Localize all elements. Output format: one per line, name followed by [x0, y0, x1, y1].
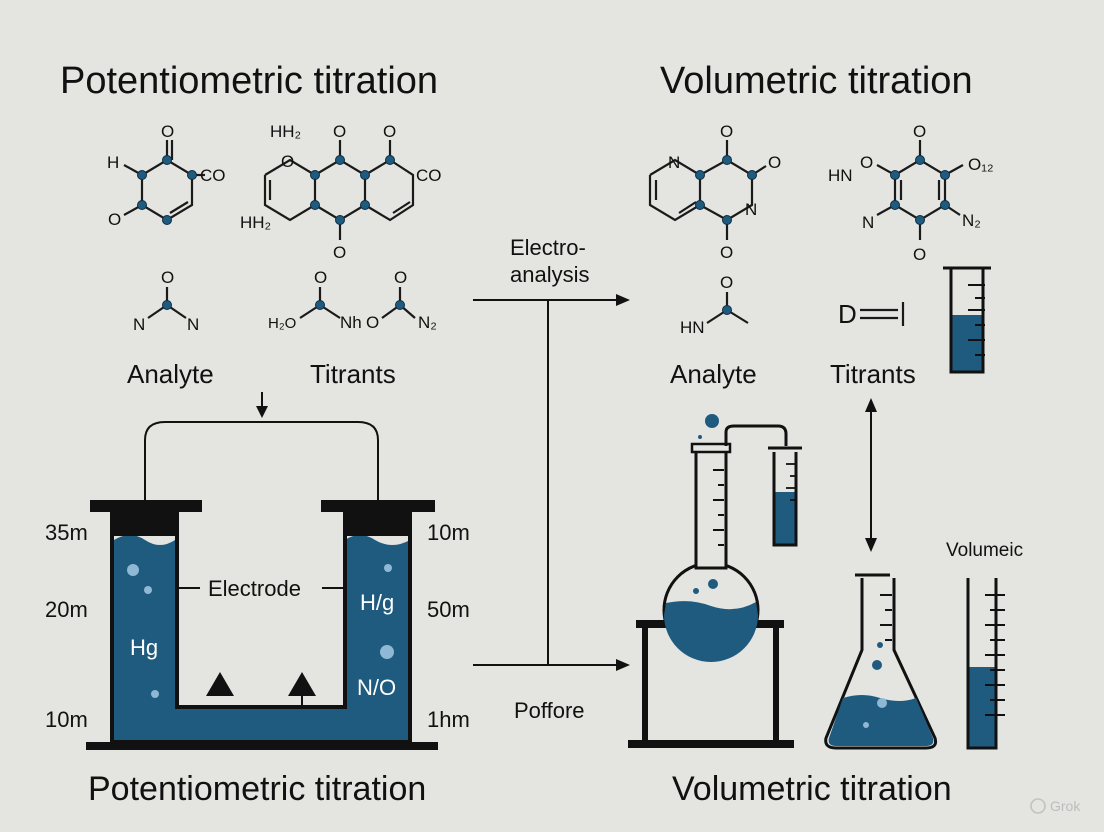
atom-label: O — [161, 268, 174, 287]
atom-label: O — [108, 210, 121, 229]
watermark-text: Grok — [1050, 798, 1081, 814]
atom-label: N — [187, 315, 199, 334]
atom-label: N — [745, 200, 757, 219]
connector-arrows: Electro- analysis Poffore — [473, 235, 630, 723]
species-left: Hg — [130, 635, 158, 660]
atom-label: N — [668, 153, 680, 172]
atom-label: O — [720, 122, 733, 141]
atom-label: O — [913, 122, 926, 141]
atom-label: O — [394, 268, 407, 287]
atom-label: D — [838, 299, 857, 329]
atom-label: O — [860, 153, 873, 172]
atom-label: N — [862, 213, 874, 232]
atom-label: N₂ — [962, 211, 981, 230]
title-volumetric-bottom: Volumetric titration — [672, 770, 952, 808]
atom-label: O — [333, 122, 346, 141]
atom-label: O — [720, 243, 733, 262]
molecule-urea-like: O N N — [133, 268, 199, 334]
atom-label: O₁₂ — [968, 155, 994, 174]
title-potentiometric-top: Potentiometric titration — [60, 60, 438, 102]
molecule-fused-pyridine: O N O N O — [648, 122, 781, 262]
atom-label: H — [107, 153, 119, 172]
atom-label: HH₂ — [240, 213, 271, 232]
scale-right-1: 10m — [427, 520, 470, 545]
atom-label: O — [281, 152, 294, 171]
molecule-substituted-ring: HN O O O₁₂ N N₂ O — [828, 122, 994, 264]
atom-label: O — [720, 273, 733, 292]
atom-label: CO — [200, 166, 226, 185]
scale-left-2: 20m — [45, 597, 88, 622]
molecule-chain: H₂O Nh O O O N₂ — [268, 268, 437, 332]
title-potentiometric-bottom: Potentiometric titration — [88, 770, 426, 808]
electroanalysis-label-line2: analysis — [510, 262, 589, 287]
scale-left-3: 10m — [45, 707, 88, 732]
scale-right-2: 50m — [427, 597, 470, 622]
atom-label: O — [314, 268, 327, 287]
watermark: Grok — [1030, 798, 1081, 814]
molecule-ring-1: H O CO O — [107, 122, 226, 229]
titrants-label-left: Titrants — [310, 359, 396, 389]
graduated-cylinder-top — [943, 266, 991, 374]
atom-label: O — [383, 122, 396, 141]
atom-label: H₂O — [268, 315, 296, 332]
u-tube-cell: Electrode Hg H/g N/O 35m 20m 10m 10m 50m… — [45, 392, 470, 750]
species-right-bottom: N/O — [357, 675, 396, 700]
graduated-cylinder-volumeic: Volumeic — [946, 540, 1023, 750]
titrants-label-right: Titrants — [830, 359, 916, 389]
molecule-amide: HN O — [680, 273, 749, 337]
atom-label: HH₂ — [270, 122, 301, 141]
atom-label: O — [768, 153, 781, 172]
double-arrow — [865, 398, 877, 552]
atom-label: N₂ — [418, 313, 437, 332]
atom-label: HN — [680, 318, 705, 337]
atom-label: O — [161, 122, 174, 141]
volumeic-label: Volumeic — [946, 540, 1023, 561]
atom-label: N — [133, 315, 145, 334]
erlenmeyer-flask — [824, 573, 938, 750]
atom-label: O — [333, 243, 346, 262]
molecule-fused-rings: HH₂ O O CO O HH₂ O — [240, 122, 442, 262]
molecule-d-bond: D — [838, 299, 905, 329]
scale-left-1: 35m — [45, 520, 88, 545]
round-flask-apparatus — [628, 414, 802, 748]
scale-right-3: 1hm — [427, 707, 470, 732]
atom-label: O — [913, 245, 926, 264]
species-right-top: H/g — [360, 590, 394, 615]
analyte-label-left: Analyte — [127, 359, 214, 389]
title-volumetric-top: Volumetric titration — [660, 60, 973, 102]
electroanalysis-label-line1: Electro- — [510, 235, 586, 260]
analyte-label-right: Analyte — [670, 359, 757, 389]
atom-label: Nh — [340, 313, 362, 332]
atom-label: O — [366, 313, 379, 332]
atom-label: CO — [416, 166, 442, 185]
atom-label: HN — [828, 166, 853, 185]
electrode-label: Electrode — [208, 576, 301, 601]
poffore-label: Poffore — [514, 698, 585, 723]
